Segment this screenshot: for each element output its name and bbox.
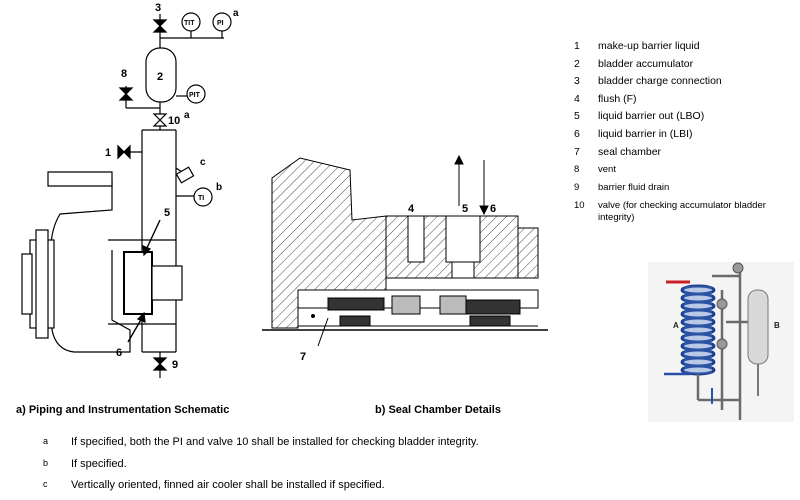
pid-label-b: b (216, 182, 222, 193)
valve-3-icon (152, 19, 168, 33)
pid-label-9: 9 (172, 359, 178, 371)
pid-label-tit: TIT (184, 20, 195, 27)
pit-instrument-icon (186, 84, 206, 104)
tit-instrument-icon (181, 12, 201, 32)
photo-label-a: A (673, 321, 679, 330)
ti-instrument-icon (193, 187, 213, 207)
equipment-photo (648, 262, 794, 422)
pid-schematic (21, 12, 232, 378)
pid-label-pi: PI (217, 20, 224, 27)
pid-label-pit: PIT (189, 92, 201, 99)
pid-label-8: 8 (121, 68, 127, 80)
bladder-accumulator (145, 47, 177, 103)
drain-valve-9-icon (152, 357, 168, 371)
caption-seal-chamber: b) Seal Chamber Details (375, 404, 501, 416)
seal-chamber-box (123, 251, 153, 315)
pump-casing (50, 179, 131, 353)
pid-label-ti: TI (198, 195, 204, 202)
cooler-c-icon (175, 166, 195, 184)
valve-10-icon (152, 113, 168, 127)
pid-label-a: a (233, 8, 239, 19)
pid-label-c: c (200, 157, 206, 168)
caption-piping-schematic: a) Piping and Instrumentation Schematic (16, 404, 230, 416)
seal-label-6: 6 (490, 203, 496, 215)
pid-label-6: 6 (116, 347, 122, 359)
pid-label-10a: a (184, 110, 190, 121)
pi-instrument-icon (212, 12, 232, 32)
pid-label-2: 2 (157, 71, 163, 83)
pid-label-1: 1 (105, 147, 111, 159)
seal-label-5: 5 (462, 203, 468, 215)
seal-label-4: 4 (408, 203, 415, 215)
seal-chamber-detail (262, 154, 548, 347)
seal-label-7: 7 (300, 351, 306, 363)
pid-label-10: 10 (168, 115, 180, 127)
pid-label-3: 3 (155, 2, 161, 14)
photo-label-b: B (774, 321, 780, 330)
pid-label-5: 5 (164, 207, 170, 219)
vent-valve-8-icon (118, 87, 134, 101)
makeup-valve-1-icon (117, 144, 131, 160)
